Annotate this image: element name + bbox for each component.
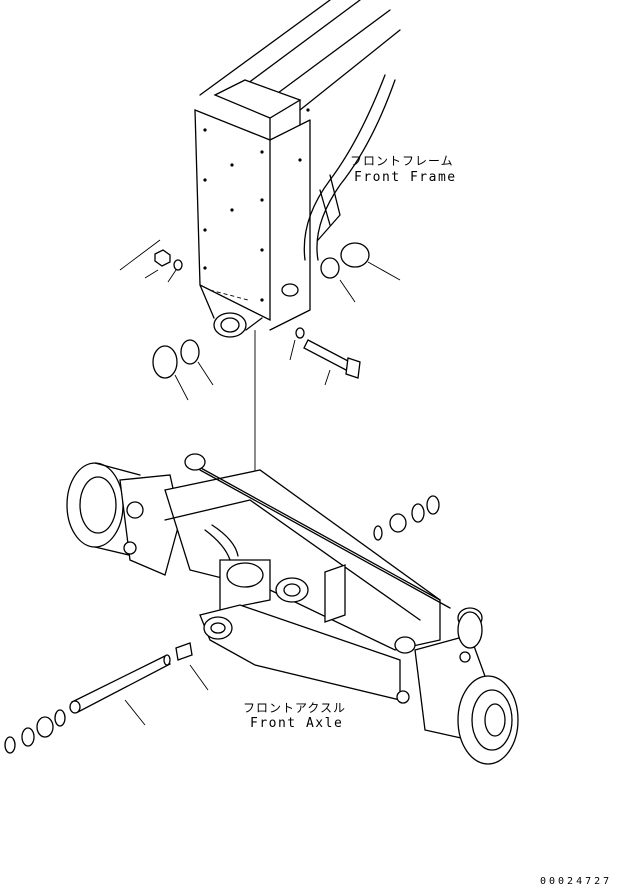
front-axle-label-jp: フロントアクスル (243, 701, 347, 715)
front-axle-label-en: Front Axle (250, 716, 344, 731)
frame-hardware (119, 239, 401, 600)
front-frame-label-en: Front Frame (354, 170, 457, 185)
axle-hardware (4, 495, 440, 754)
front-axle (66, 453, 519, 765)
drawing-number: 00024727 (540, 876, 613, 887)
front-frame-label-jp: フロントフレーム (350, 154, 454, 168)
front-frame (194, 0, 401, 338)
